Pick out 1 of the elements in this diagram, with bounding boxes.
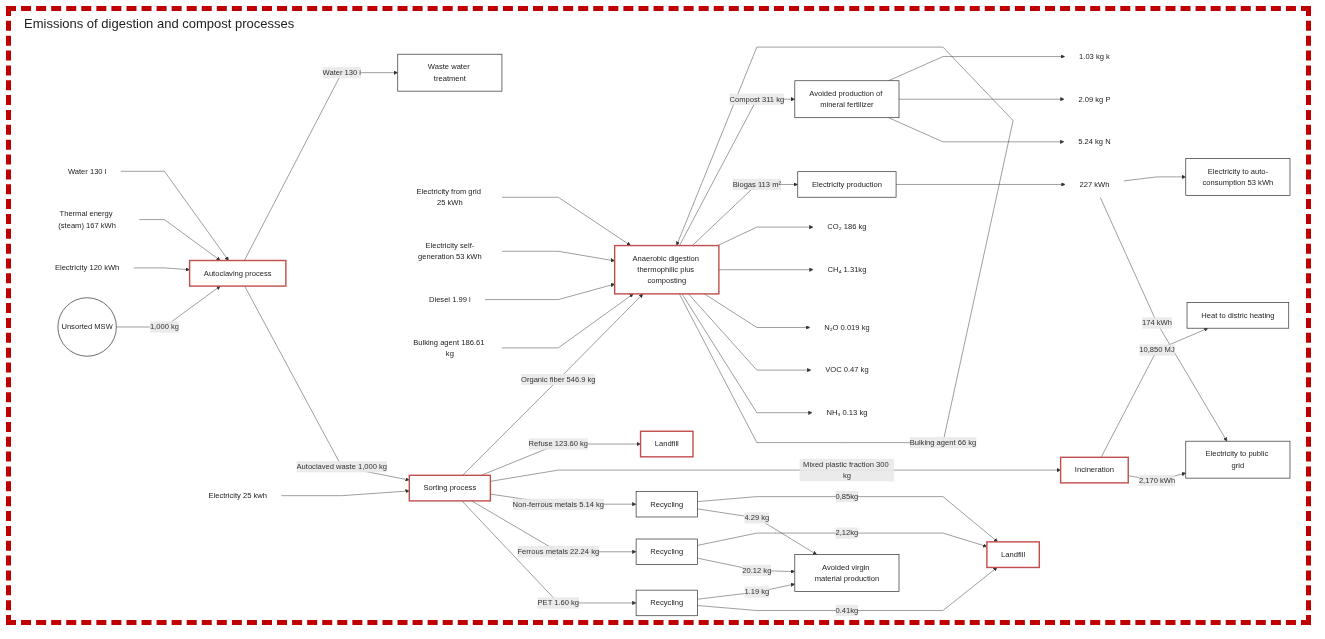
note-text: Emissions of digestion and compost processes: [24, 16, 295, 31]
